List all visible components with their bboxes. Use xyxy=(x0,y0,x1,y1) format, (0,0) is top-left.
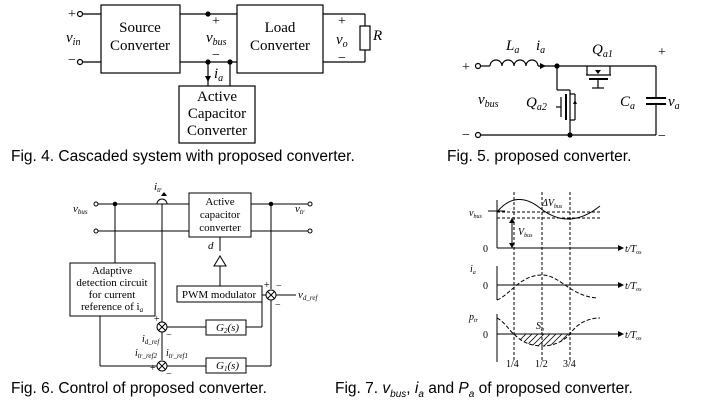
fig6-lower-sum-plus: + xyxy=(150,363,156,374)
fig5-qa1-label: Qa1 xyxy=(592,42,613,60)
fig6-adaptive-box xyxy=(69,262,156,317)
fig7-diagram: vbus ΔVbus Vbus 0 t/Tos ia 0 t/Tos ptr 0… xyxy=(468,192,642,370)
fig6-adaptive-label-1: Adaptive xyxy=(92,265,132,277)
fig6-right-sum-minus: − xyxy=(275,300,281,311)
fig6-active-capacitor-box xyxy=(188,192,252,238)
fig4-source-label-2: Converter xyxy=(110,38,170,54)
fig6-vtr-label: vtr xyxy=(295,203,305,216)
fig5-minus-left: − xyxy=(462,128,470,143)
fig6-caption: Fig. 6. Control of proposed converter. xyxy=(11,380,267,397)
fig4-source-converter-box xyxy=(100,4,181,74)
fig6-vd-ref-label: vd_ref xyxy=(298,289,318,302)
fig4-load-converter-box xyxy=(236,4,324,74)
fig6-d-label: d xyxy=(208,240,214,252)
fig7-caption: Fig. 7. vbus, ia and Pa of proposed conv… xyxy=(335,380,633,401)
fig4-ia-label: ia xyxy=(214,66,223,84)
fig6-pwm-box xyxy=(176,285,263,303)
fig4-active-label-2: Capacitor xyxy=(188,106,246,122)
fig5-qa1-switch xyxy=(586,66,611,89)
fig6-g2-label: G2(s) xyxy=(216,322,239,335)
fig4-vbus-label: vbus xyxy=(206,30,227,48)
fig4-vo-plus: + xyxy=(338,14,346,29)
fig7-t-label-3: t/Tos xyxy=(625,330,642,342)
fig4-vin-plus-terminal xyxy=(76,10,84,18)
fig7-t-label-1: t/Tos xyxy=(625,244,642,256)
fig4-load-label-2: Converter xyxy=(250,38,310,54)
fig7-tick-3: 3/4 xyxy=(563,359,576,370)
fig5-qa2-label: Qa2 xyxy=(526,95,547,113)
fig6-vbus-label: vbus xyxy=(73,203,88,216)
fig6-adaptive-label-3: for current xyxy=(89,289,136,301)
fig6-acc-label-1: Active xyxy=(205,196,234,208)
fig7-tick-2: 1/2 xyxy=(535,359,548,370)
fig4-vin-minus-terminal xyxy=(76,58,84,66)
fig7-dvbus-label: ΔVbus xyxy=(541,198,563,210)
fig4-bus-minus: − xyxy=(212,48,220,63)
fig5-va-label: va xyxy=(668,94,680,112)
fig4-r-label: R xyxy=(372,28,382,44)
fig4-load-label-1: Load xyxy=(265,20,296,36)
fig7-Vbus-label: Vbus xyxy=(518,227,533,239)
fig6-g1-label: G1(s) xyxy=(216,360,239,373)
fig4-active-label-3: Converter xyxy=(187,123,247,139)
fig4-vin-label: vin xyxy=(66,30,80,48)
fig7-pa-wave xyxy=(496,317,601,347)
fig5-la-label: La xyxy=(505,38,519,56)
fig5-diagram: + − vbus La ia Qa1 Qa2 Ca va + − xyxy=(462,38,680,144)
fig4-active-label-1: Active xyxy=(197,89,237,105)
fig4-source-label-1: Source xyxy=(119,20,161,36)
fig4-minus-left: − xyxy=(68,53,76,68)
fig6-diagram: vbus itr vtr Active capacitor converter … xyxy=(69,181,318,380)
fig6-adaptive-label-4: reference of ia xyxy=(81,301,144,314)
fig4-diagram: + − vin Source Converter + vbus − ia Loa… xyxy=(66,4,382,144)
fig4-caption: Fig. 4. Cascaded system with proposed co… xyxy=(11,148,355,165)
fig6-acc-label-2: capacitor xyxy=(200,209,241,221)
fig7-zero-1: 0 xyxy=(483,244,488,255)
fig5-inductor xyxy=(489,59,539,67)
fig6-right-sum-minus-top: − xyxy=(276,281,282,292)
fig6-upper-sum-plus: + xyxy=(154,314,160,325)
fig6-adaptive-label-2: detection circuit xyxy=(76,277,147,289)
fig6-itr-label: itr xyxy=(154,181,162,194)
fig6-pwm-label: PWM modulator xyxy=(182,289,257,301)
fig7-sa-label: Sa xyxy=(536,321,544,333)
fig6-acc-label-3: converter xyxy=(199,222,241,234)
fig7-ia-axis-label: ia xyxy=(470,264,476,276)
fig5-ia-label: ia xyxy=(536,38,545,56)
fig7-zero-3: 0 xyxy=(483,330,488,341)
fig5-plus-right: + xyxy=(658,45,666,60)
fig6-itr-ref1-label: itr_ref1 xyxy=(166,348,188,360)
fig5-plus-terminal xyxy=(474,62,482,70)
fig5-minus-terminal xyxy=(474,131,482,139)
fig5-minus-right: − xyxy=(658,129,666,144)
fig7-t-label-2: t/Tos xyxy=(625,281,642,293)
fig7-ia-wave xyxy=(496,274,598,301)
fig7-tick-1: 1/4 xyxy=(506,359,519,370)
fig7-vbus-wave xyxy=(496,199,601,220)
fig4-vo-label: vo xyxy=(336,32,348,50)
fig6-itr-ref2-label: itr_ref2 xyxy=(135,348,157,360)
fig4-resistor xyxy=(359,25,371,51)
fig6-lower-sum-minus: − xyxy=(166,369,172,380)
fig4-plus-left: + xyxy=(68,7,76,22)
fig6-right-sum-plus: + xyxy=(264,280,270,291)
fig5-qa2-switch xyxy=(556,66,577,135)
fig5-ca-label: Ca xyxy=(620,94,635,112)
fig5-caption: Fig. 5. proposed converter. xyxy=(447,148,632,165)
fig4-bus-plus: + xyxy=(212,14,220,29)
fig4-active-capacitor-box xyxy=(178,85,256,144)
fig5-vbus-label: vbus xyxy=(478,92,499,110)
fig4-vo-minus: − xyxy=(338,51,346,66)
fig7-vbus-axis-label: vbus xyxy=(469,208,482,220)
fig6-upper-sum-minus: − xyxy=(166,330,172,341)
fig7-pa-axis-label: ptr xyxy=(468,312,479,324)
fig6-id-ref-label: id_ref xyxy=(142,334,160,346)
fig5-plus-left: + xyxy=(462,60,470,75)
fig7-zero-2: 0 xyxy=(483,281,488,292)
